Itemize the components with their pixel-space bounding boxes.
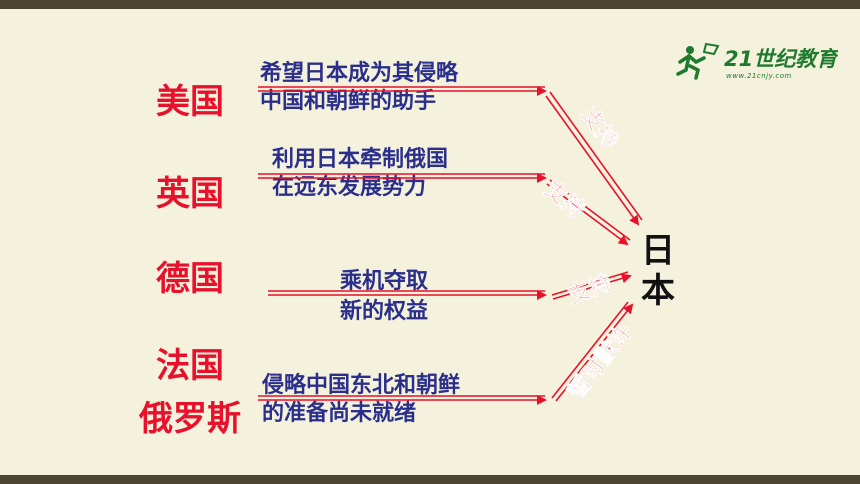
top-border-band	[0, 0, 860, 9]
arrow-uk	[258, 173, 547, 183]
country-france: 法国	[156, 346, 224, 386]
edge-label-germany: 支持	[565, 271, 615, 310]
arrow-germany	[268, 290, 547, 300]
reason-germany-line1: 乘机夺取	[339, 269, 428, 294]
edge-label-france-russia: 暂时默许	[563, 319, 638, 404]
reason-france-russia-line2: 的准备尚未就绪	[262, 400, 416, 426]
edge-label-uk: 支持	[539, 176, 589, 223]
country-russia: 俄罗斯	[138, 399, 241, 439]
target-japan-char2: 本	[641, 271, 675, 311]
country-usa: 美国	[156, 82, 224, 122]
reason-usa-line1: 希望日本成为其侵略	[260, 60, 459, 86]
reason-uk-line1: 利用日本牵制俄国	[272, 147, 448, 172]
reason-germany-line2: 新的权益	[340, 298, 428, 324]
logo-url: www.21cnjy.com	[726, 72, 792, 80]
target-japan-char1: 日	[641, 231, 675, 271]
arrow-usa	[258, 86, 547, 96]
country-uk: 英国	[156, 174, 224, 214]
diag-arrow-usa	[545, 91, 643, 226]
diag-arrow-uk	[546, 179, 631, 246]
logo: 21世纪教育 www.21cnjy.com	[676, 42, 838, 80]
bottom-border-band	[0, 475, 860, 484]
edge-label-usa: 支持	[576, 103, 622, 153]
country-germany: 德国	[156, 259, 224, 299]
runner-icon	[676, 42, 720, 80]
reason-france-russia-line1: 侵略中国东北和朝鲜	[261, 372, 460, 398]
reason-usa-line2: 中国和朝鲜的助手	[260, 88, 436, 114]
diag-arrow-germany	[551, 271, 632, 300]
logo-brand: 21世纪教育	[724, 47, 838, 71]
arrow-france-russia	[258, 395, 547, 405]
diag-arrow-france-russia	[551, 301, 634, 402]
